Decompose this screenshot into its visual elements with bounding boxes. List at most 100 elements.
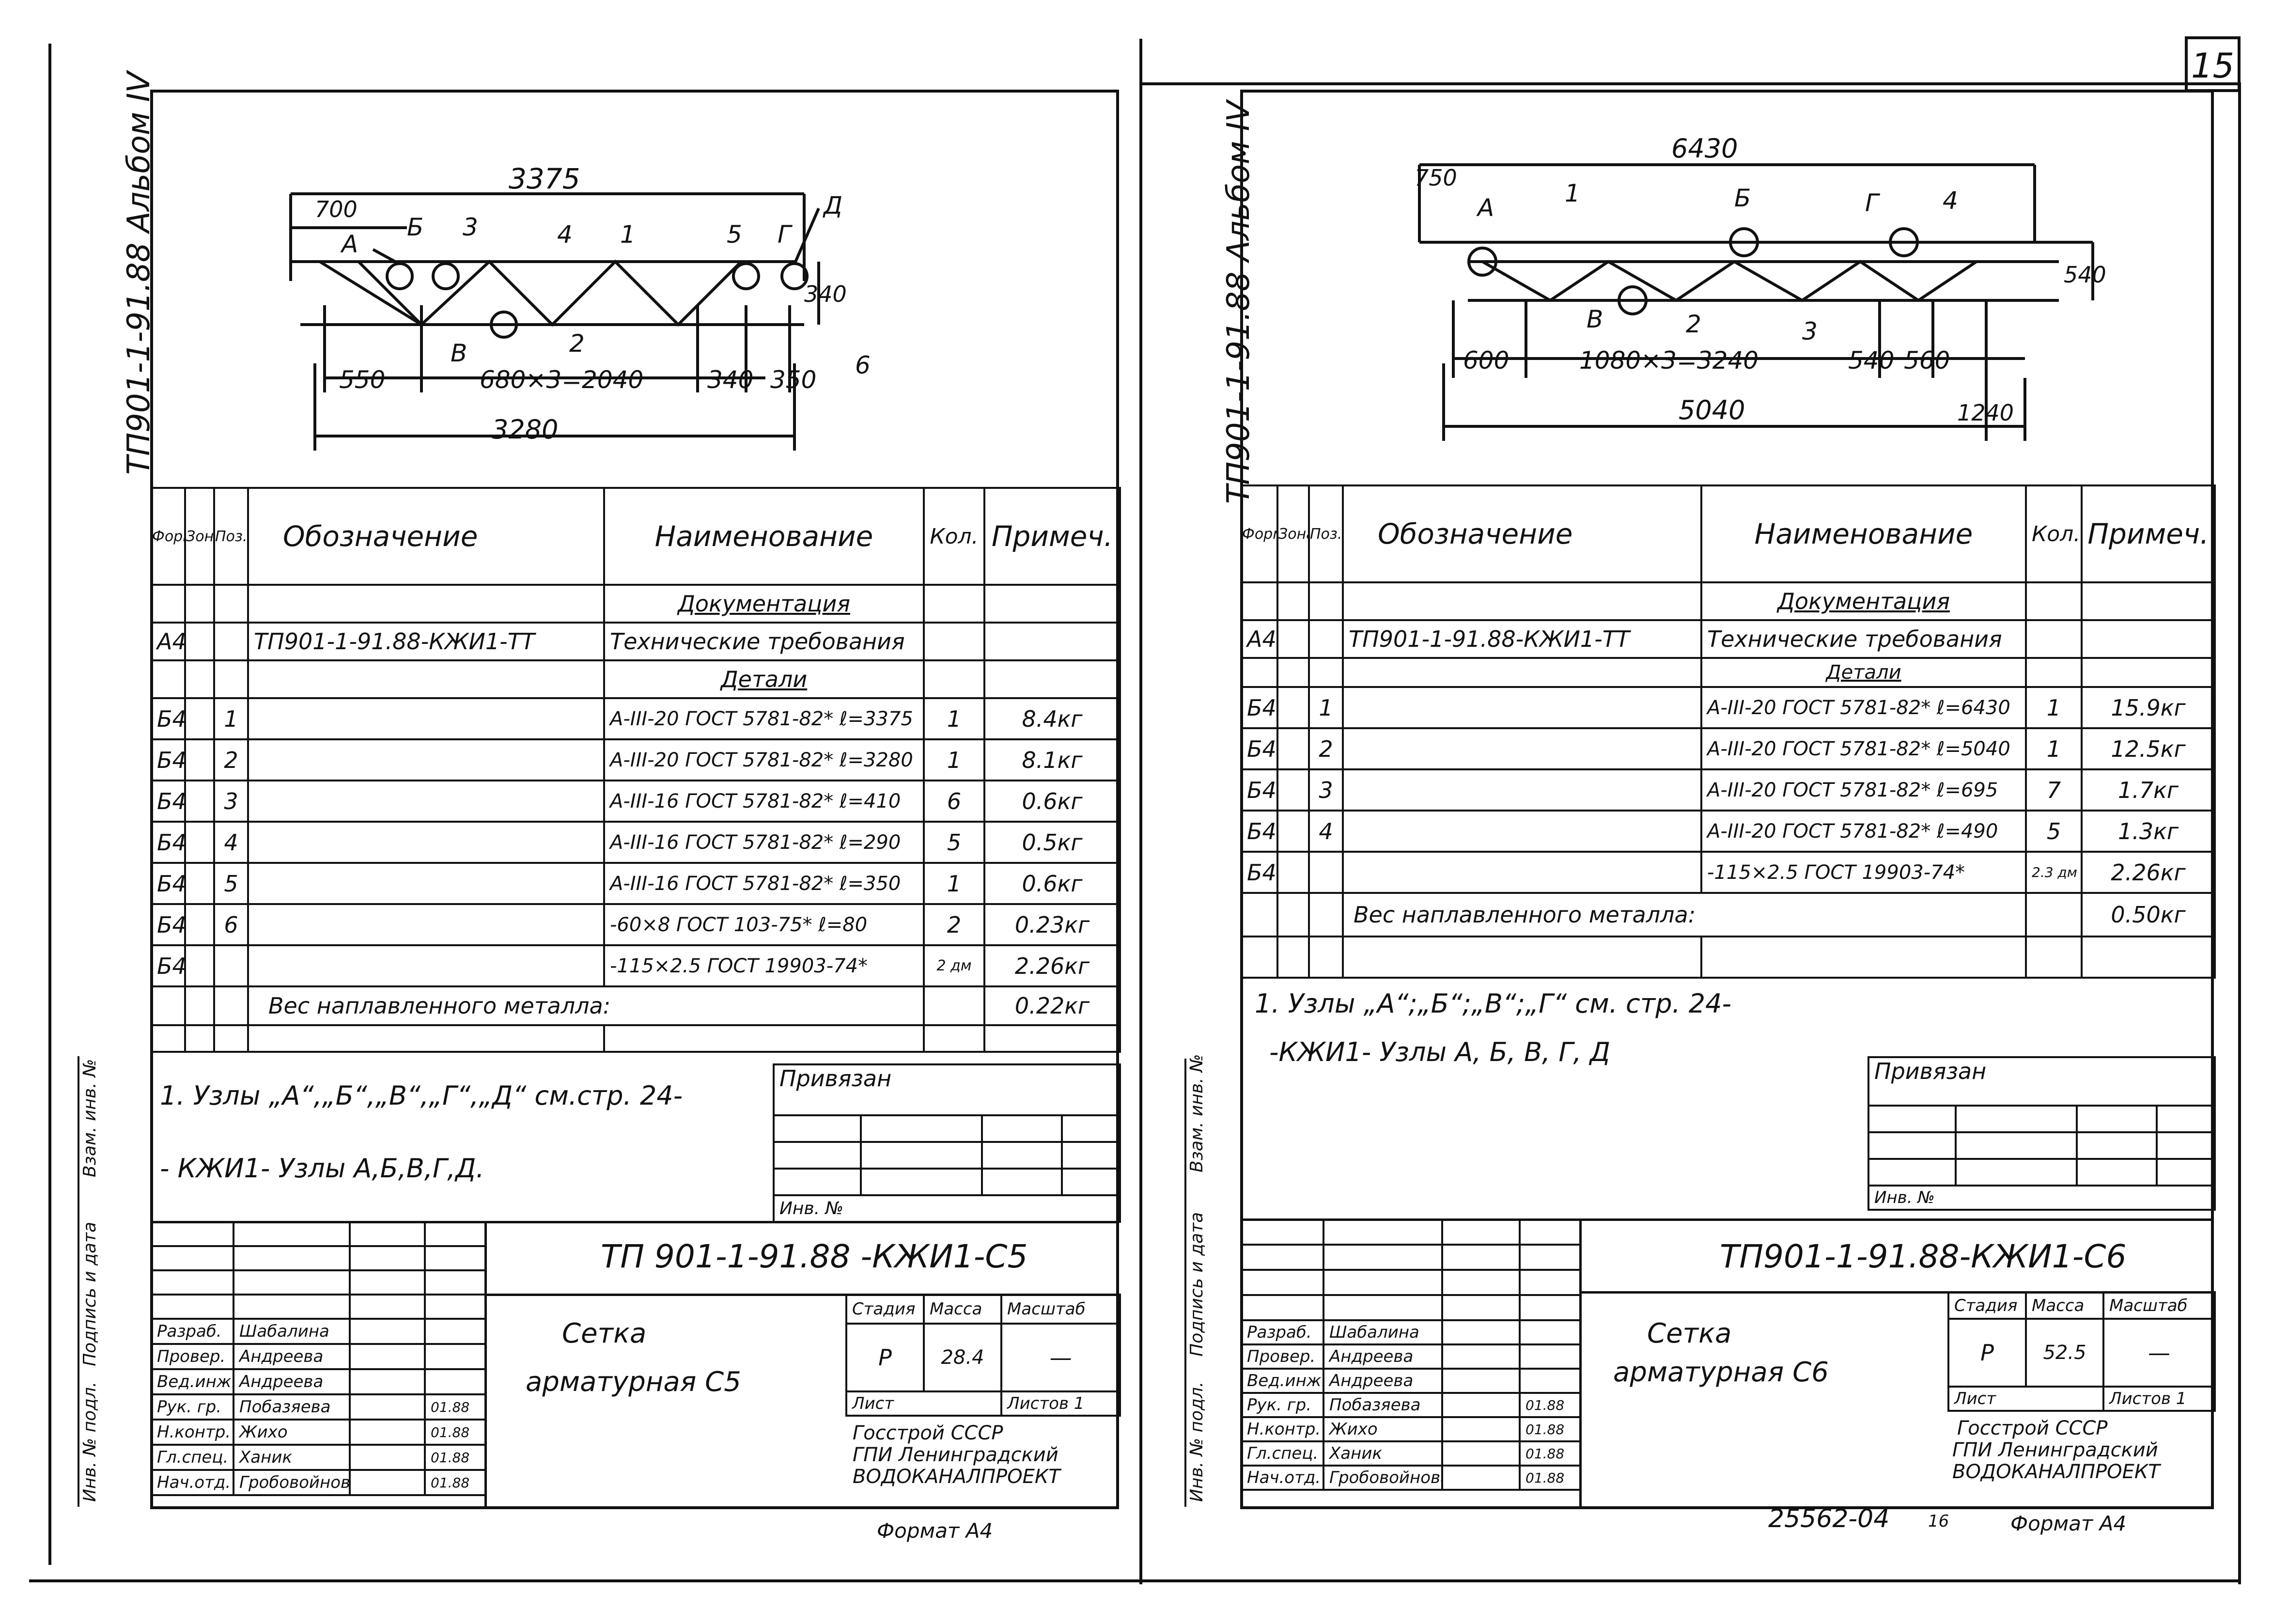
right-stamp-signatures: Разраб.Шабалина Провер.Андреева Вед.инж.… <box>1240 1218 1581 1491</box>
right-pos-3: 3 <box>1802 317 1818 345</box>
left-stamp-title-2: арматурная С5 <box>526 1366 741 1398</box>
left-org-1: Госстрой СССР <box>853 1422 1003 1444</box>
left-section-docs: Документация <box>603 584 925 624</box>
right-dim-middle: 1080×3=3240 <box>1579 346 1759 375</box>
left-format-label: Формат А4 <box>877 1519 993 1543</box>
right-side-label-3: Инв. № подл. <box>1187 1381 1207 1502</box>
right-th-pos: Поз. <box>1308 484 1344 583</box>
right-th-format: Формат <box>1240 484 1278 583</box>
left-note-2: - КЖИ1- Узлы А,Б,В,Г,Д. <box>160 1153 484 1184</box>
left-dim-middle: 680×3=2040 <box>480 366 644 394</box>
bottom-code: 25562-04 <box>1768 1504 1890 1533</box>
left-side-label-1: Взам. инв. № <box>80 1059 100 1177</box>
right-node-b: Б <box>1734 184 1751 212</box>
right-dim-extra: 1240 <box>1957 400 2014 426</box>
right-th-zone: Зона <box>1276 484 1310 583</box>
left-dim-left-offset: 700 <box>315 196 358 222</box>
left-doc-row: А4 ТП901-1-91.88-КЖИ1-ТТ Технические тре… <box>150 622 1121 661</box>
right-dim-total-top: 6430 <box>1671 133 1738 164</box>
right-spec-table: Формат Зона Поз. Обозначение Наименовани… <box>1240 484 2216 979</box>
left-dim-height: 340 <box>804 281 847 307</box>
outer-bottom-border <box>29 1579 2238 1582</box>
right-org-2: ГПИ Ленинградский <box>1952 1439 2158 1461</box>
left-pos-2: 2 <box>569 329 585 358</box>
right-node-v: В <box>1587 305 1603 333</box>
left-side-label-3: Инв. № подл. <box>80 1381 100 1502</box>
right-node-a: А <box>1478 194 1494 222</box>
right-th-note: Примеч. <box>2081 484 2216 583</box>
right-pos-4: 4 <box>1943 187 1958 215</box>
left-dim-total-top: 3375 <box>509 162 580 195</box>
left-album-label: ТП901-1-91.88 Альбом IV <box>121 71 157 475</box>
right-th-qty: Кол. <box>2025 484 2083 583</box>
right-th-name: Наименование <box>1700 484 2027 583</box>
left-spec-table: Формат Зона Поз. Обозначение Наименовани… <box>150 487 1121 1053</box>
right-weld-row: Вес наплавленного металла:0.50кг <box>1240 892 2216 937</box>
right-dim-left-offset: 750 <box>1415 165 1457 191</box>
right-stamp-title-2: арматурная С6 <box>1613 1357 1829 1388</box>
left-pos-4: 4 <box>557 220 573 249</box>
left-stamp-hline <box>484 1294 1119 1296</box>
left-weld-row: Вес наплавленного металла:0.22кг <box>150 985 1121 1026</box>
right-dim-right1: 540 <box>1848 346 1895 375</box>
left-stamp-signatures: Разраб.Шабалина Провер.Андреева Вед.инж.… <box>150 1221 486 1496</box>
bottom-small: 16 <box>1928 1512 1949 1531</box>
right-node-g: Г <box>1865 189 1879 217</box>
left-pos-6: 6 <box>855 351 871 379</box>
sheet-divider <box>1139 39 1142 1584</box>
left-node-b: Б <box>407 213 424 241</box>
right-stamp-title-1: Сетка <box>1647 1318 1732 1349</box>
left-th-pos: Поз. <box>213 487 249 586</box>
left-th-zone: Зона <box>184 487 215 586</box>
left-note-1: 1. Узлы „А“,„Б“,„В“,„Г“,„Д“ см.стр. 24- <box>160 1080 683 1111</box>
right-side-label-2: Подпись и дата <box>1187 1212 1207 1357</box>
left-privyazan-block: Привязан Инв. № <box>772 1063 1121 1223</box>
left-stamp-title-1: Сетка <box>562 1318 647 1349</box>
right-side-label-1: Взам. инв. № <box>1187 1054 1207 1172</box>
right-org-3: ВОДОКАНАЛПРОЕКТ <box>1952 1461 2160 1483</box>
left-pos-3: 3 <box>463 213 478 241</box>
right-stamp-hline <box>1579 1291 2214 1294</box>
right-note-1: 1. Узлы „А“;„Б“;„В“;„Г“ см. стр. 24- <box>1255 988 1731 1019</box>
right-note-2: -КЖИ1- Узлы А, Б, В, Г, Д <box>1269 1037 1610 1067</box>
right-dim-bottom-left: 600 <box>1463 346 1510 375</box>
right-section-details: Детали <box>1700 657 2027 688</box>
left-dim-right2: 350 <box>770 366 817 394</box>
left-stamp-code-divider <box>484 1221 487 1509</box>
right-side-strip <box>1184 1059 1186 1507</box>
left-stamp-code: ТП 901-1-91.88 -КЖИ1-С5 <box>601 1238 1028 1275</box>
left-org-2: ГПИ Ленинградский <box>853 1444 1058 1466</box>
outer-left-border <box>48 44 51 1565</box>
right-dim-total-bottom: 5040 <box>1679 395 1745 425</box>
right-dim-right2: 560 <box>1904 346 1950 375</box>
left-node-v: В <box>451 339 467 367</box>
left-dim-right1: 340 <box>707 366 754 394</box>
page-number: 15 <box>2185 36 2241 92</box>
left-org-3: ВОДОКАНАЛПРОЕКТ <box>853 1466 1060 1488</box>
left-node-a: А <box>342 230 358 258</box>
right-th-designation: Обозначение <box>1342 484 1702 583</box>
right-pos-2: 2 <box>1686 310 1701 338</box>
right-pos-1: 1 <box>1565 179 1580 207</box>
left-th-format: Формат <box>150 487 186 586</box>
right-stamp-code: ТП901-1-91.88-КЖИ1-С6 <box>1720 1238 2127 1275</box>
right-doc-row: А4 ТП901-1-91.88-КЖИ1-ТТ Технические тре… <box>1240 619 2216 659</box>
right-stamp-code-divider <box>1579 1218 1582 1509</box>
left-side-label-2: Подпись и дата <box>80 1221 100 1366</box>
right-format-label: Формат А4 <box>2010 1512 2127 1535</box>
right-section-docs: Документация <box>1700 581 2027 621</box>
left-th-designation: Обозначение <box>247 487 605 586</box>
right-org-1: Госстрой СССР <box>1957 1417 2108 1439</box>
